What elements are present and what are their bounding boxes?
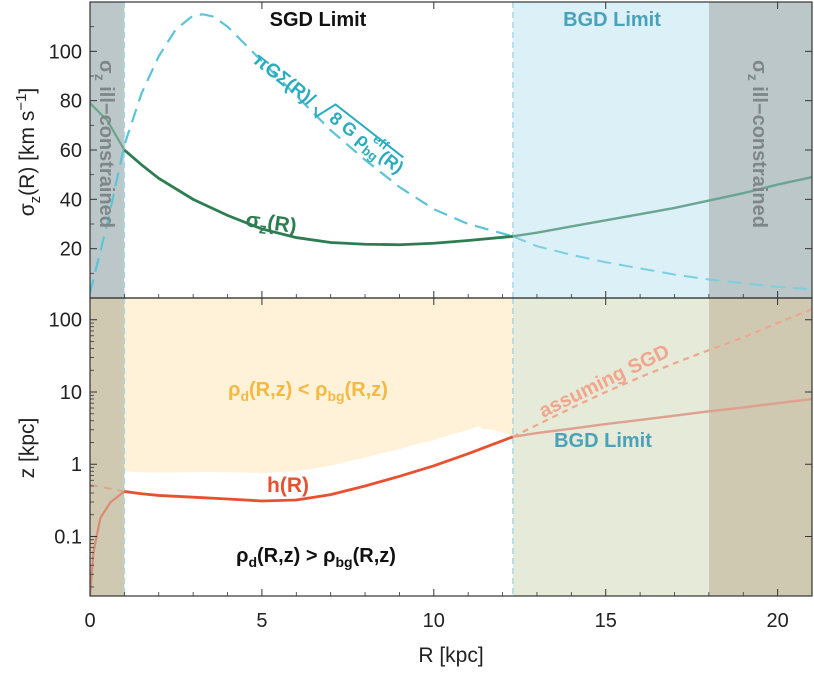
bottom-y-tick-label-3: 100 bbox=[49, 310, 82, 332]
series-pigsigma-line bbox=[90, 13, 514, 294]
bottom-region-rho-less bbox=[124, 298, 513, 474]
annotation-ill-constrained-right: σz ill−constrained bbox=[745, 60, 770, 228]
top-y-tick-label-3: 80 bbox=[60, 91, 82, 113]
bottom-region-ill-left bbox=[90, 298, 125, 596]
top-region-3 bbox=[708, 2, 812, 298]
x-tick-label-0: 0 bbox=[84, 610, 95, 632]
x-tick-label-2: 10 bbox=[423, 610, 445, 632]
bottom-y-tick-label-2: 10 bbox=[60, 382, 82, 404]
bottom-region-bgd bbox=[512, 298, 709, 596]
annotation-rho-greater: ρd(R,z) > ρbg(R,z) bbox=[236, 545, 396, 570]
annotation-sgd-limit: SGD Limit bbox=[270, 9, 367, 31]
top-region-1 bbox=[124, 2, 513, 298]
x-tick-label-1: 5 bbox=[256, 610, 267, 632]
series-h-line-bgd bbox=[512, 397, 812, 438]
bottom-series bbox=[90, 308, 812, 596]
bottom-y-axis-label: z [kpc] bbox=[16, 418, 39, 479]
top-y-tick-label-1: 40 bbox=[60, 189, 82, 211]
top-y-tick-label-0: 20 bbox=[60, 239, 82, 261]
annotation-bgd-limit-top: BGD Limit bbox=[563, 9, 661, 31]
bottom-panel-frame bbox=[89, 297, 813, 597]
x-tick-label-4: 20 bbox=[766, 610, 788, 632]
series-h-line bbox=[124, 435, 514, 503]
bottom-y-tick-label-0: 0.1 bbox=[54, 526, 82, 548]
bottom-regions bbox=[90, 298, 812, 596]
annotation-bgd-limit-bottom: BGD Limit bbox=[554, 430, 652, 452]
ticks: 0 5 10 15 20 20 40 60 80 100 0.1 1 10 100 bbox=[49, 2, 812, 632]
series-sigma-z-line-bgd bbox=[512, 175, 812, 238]
top-series bbox=[90, 13, 812, 294]
annotation-rho-less: ρd(R,z) < ρbg(R,z) bbox=[228, 379, 388, 404]
bottom-region-ill-right bbox=[708, 298, 812, 596]
series-sigma-z-line bbox=[123, 148, 514, 247]
top-y-tick-label-2: 60 bbox=[60, 140, 82, 162]
x-axis-label: R [kpc] bbox=[418, 644, 483, 667]
series-h-line-ill bbox=[90, 490, 126, 596]
x-tick-label-3: 15 bbox=[595, 610, 617, 632]
series-extrapolation-line bbox=[90, 483, 125, 493]
bottom-y-tick-label-1: 1 bbox=[71, 454, 82, 476]
top-y-tick-label-4: 100 bbox=[49, 41, 82, 63]
top-regions bbox=[90, 2, 812, 298]
annotation-h: h(R) bbox=[267, 474, 309, 497]
series-assuming-sgd-line bbox=[512, 308, 812, 438]
series-pigsigma-line-bgd bbox=[512, 235, 812, 291]
top-region-2 bbox=[512, 2, 709, 298]
series-sigma-z-line-ill bbox=[90, 102, 126, 151]
top-y-axis-label: σz(R) [km s−1] bbox=[13, 88, 44, 217]
annotation-ill-constrained-left: σz ill−constrained bbox=[92, 60, 117, 228]
